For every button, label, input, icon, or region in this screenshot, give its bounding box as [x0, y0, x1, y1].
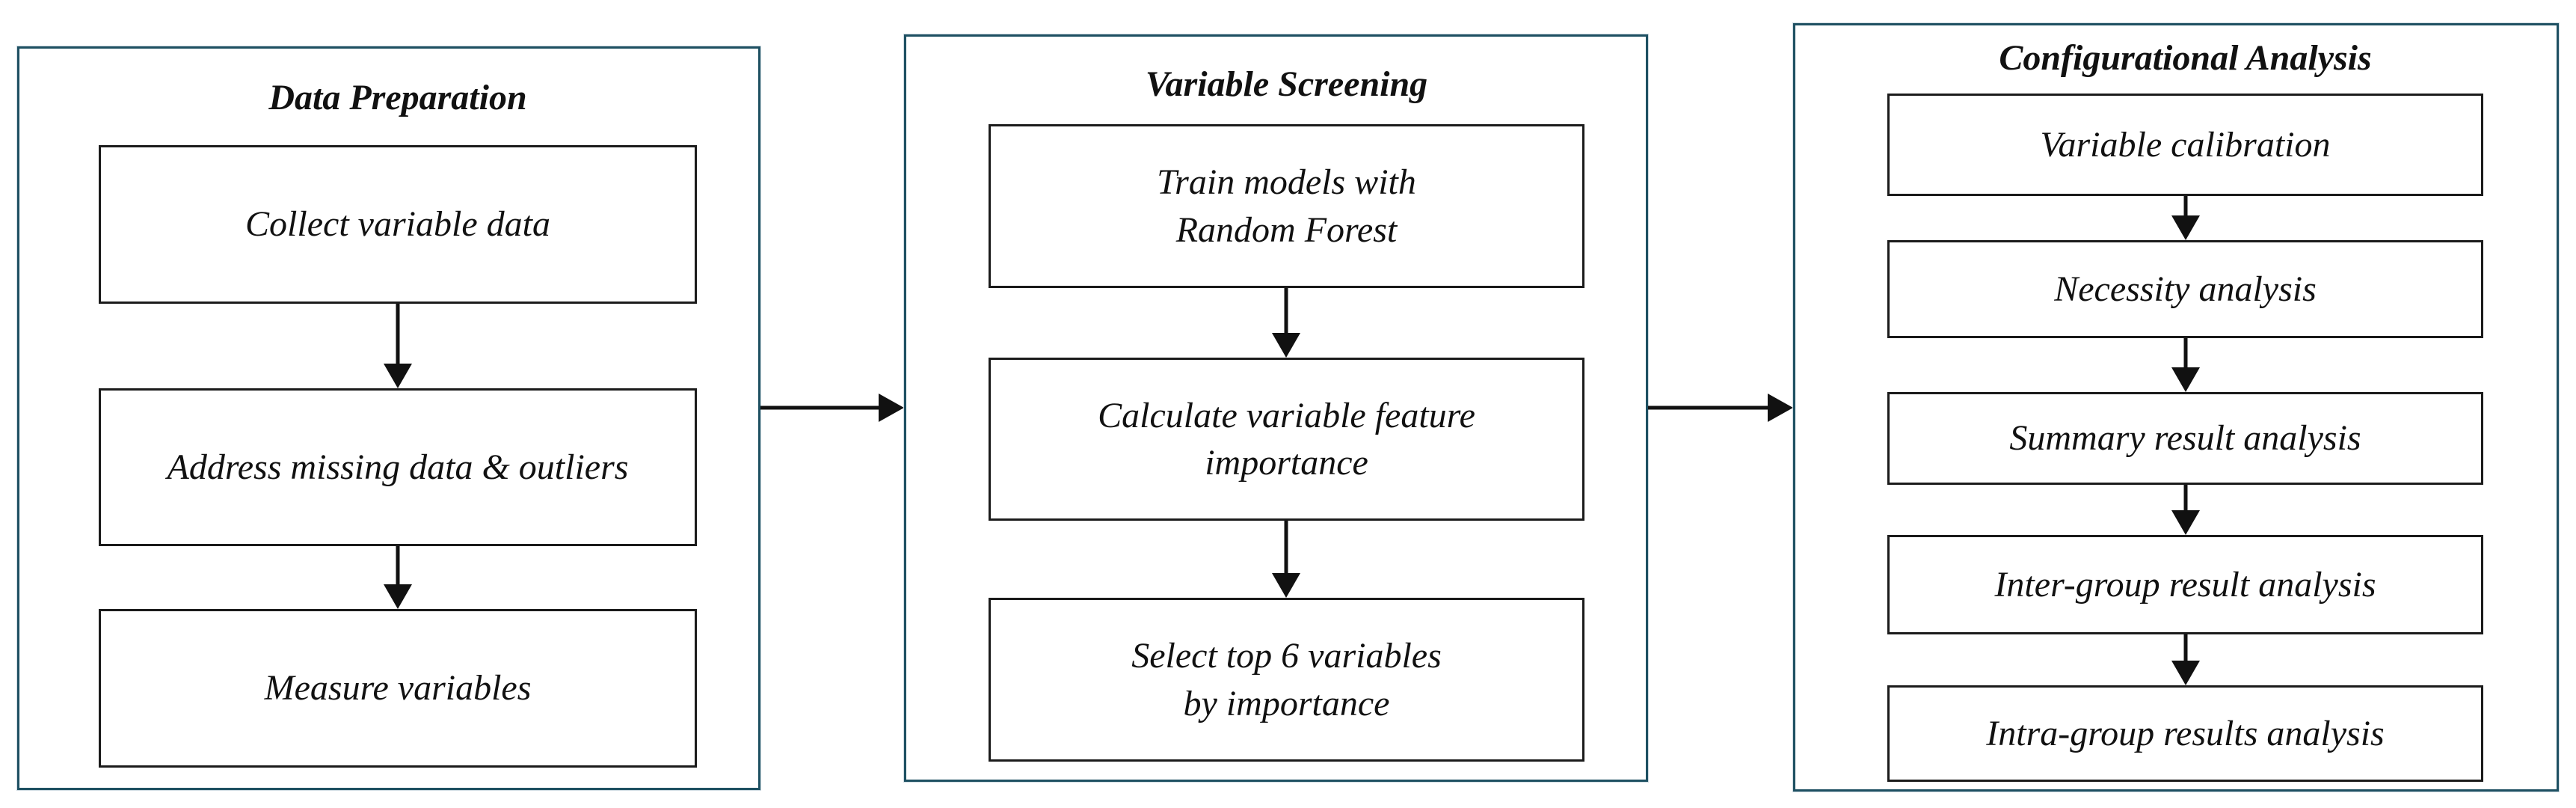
step-inter-group-result-analysis: Inter-group result analysis [1887, 535, 2483, 634]
arrow-shaft [760, 405, 882, 410]
arrow-shaft [2183, 634, 2188, 662]
step-necessity-analysis: Necessity analysis [1887, 240, 2483, 338]
right-arrow-connector [760, 393, 904, 423]
arrow-shaft [1284, 521, 1288, 575]
arrow-shaft [1284, 288, 1288, 334]
step-summary-result-analysis: Summary result analysis [1887, 392, 2483, 485]
arrow-shaft [2183, 196, 2188, 217]
panel-configurational-analysis: Configurational Analysis Variable calibr… [1793, 23, 2559, 792]
down-arrow-connector [383, 546, 413, 609]
arrow-head [1272, 573, 1300, 598]
step-measure-variables: Measure variables [99, 609, 697, 768]
step-variable-calibration: Variable calibration [1887, 94, 2483, 196]
arrow-head [1272, 333, 1300, 358]
arrow-head [384, 584, 412, 609]
arrow-shaft [396, 304, 400, 365]
step-train-models-random-forest: Train models with Random Forest [989, 124, 1584, 288]
arrow-head [2171, 510, 2200, 535]
arrow-head [2171, 215, 2200, 240]
down-arrow-connector [2171, 634, 2201, 685]
arrow-head [2171, 367, 2200, 392]
step-address-missing-data-outliers: Address missing data & outliers [99, 388, 697, 546]
down-arrow-connector [1271, 288, 1301, 358]
arrow-shaft [2183, 485, 2188, 512]
arrow-head [384, 364, 412, 388]
arrow-head [2171, 661, 2200, 685]
down-arrow-connector [2171, 485, 2201, 535]
panel-variable-screening: Variable Screening Train models with Ran… [904, 34, 1648, 782]
right-arrow-connector [1648, 393, 1793, 423]
panel-title-configurational-analysis: Configurational Analysis [1999, 38, 2372, 78]
arrow-head [879, 394, 904, 422]
down-arrow-connector [1271, 521, 1301, 598]
step-intra-group-results-analysis: Intra-group results analysis [1887, 685, 2483, 782]
step-collect-variable-data: Collect variable data [99, 145, 697, 304]
down-arrow-connector [2171, 338, 2201, 392]
down-arrow-connector [383, 304, 413, 388]
arrow-shaft [396, 546, 400, 586]
down-arrow-connector [2171, 196, 2201, 240]
arrow-shaft [1648, 405, 1771, 410]
arrow-shaft [2183, 338, 2188, 369]
step-calculate-variable-feature-importance: Calculate variable feature importance [989, 358, 1584, 521]
panel-title-data-preparation: Data Preparation [268, 78, 527, 117]
arrow-head [1768, 394, 1793, 422]
panel-title-variable-screening: Variable Screening [1145, 64, 1428, 104]
step-select-top-6-variables: Select top 6 variables by importance [989, 598, 1584, 762]
panel-data-preparation: Data Preparation Collect variable data A… [17, 46, 760, 790]
